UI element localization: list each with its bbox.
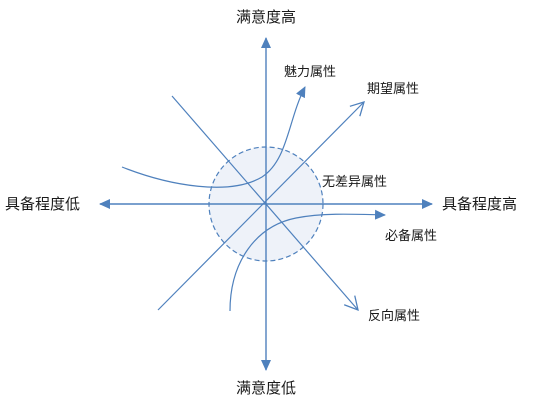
attractive-attribute-label: 魅力属性 (284, 65, 336, 80)
axis-label-right: 具备程度高 (442, 195, 517, 213)
indifferent-attribute-label: 无差异属性 (322, 175, 387, 190)
axis-label-left: 具备程度低 (5, 195, 80, 213)
reverse-attribute-line (171, 95, 359, 312)
axis-label-bottom: 满意度低 (236, 379, 296, 397)
must-be-attribute-curve (229, 209, 386, 312)
axis-label-top: 满意度高 (236, 8, 296, 26)
attractive-attribute-curve (121, 86, 306, 188)
reverse-attribute-label: 反向属性 (368, 308, 420, 324)
must-be-attribute-label: 必备属性 (385, 228, 437, 244)
one-dimensional-attribute-label: 期望属性 (367, 81, 419, 97)
one-dimensional-attribute-line (157, 101, 365, 311)
